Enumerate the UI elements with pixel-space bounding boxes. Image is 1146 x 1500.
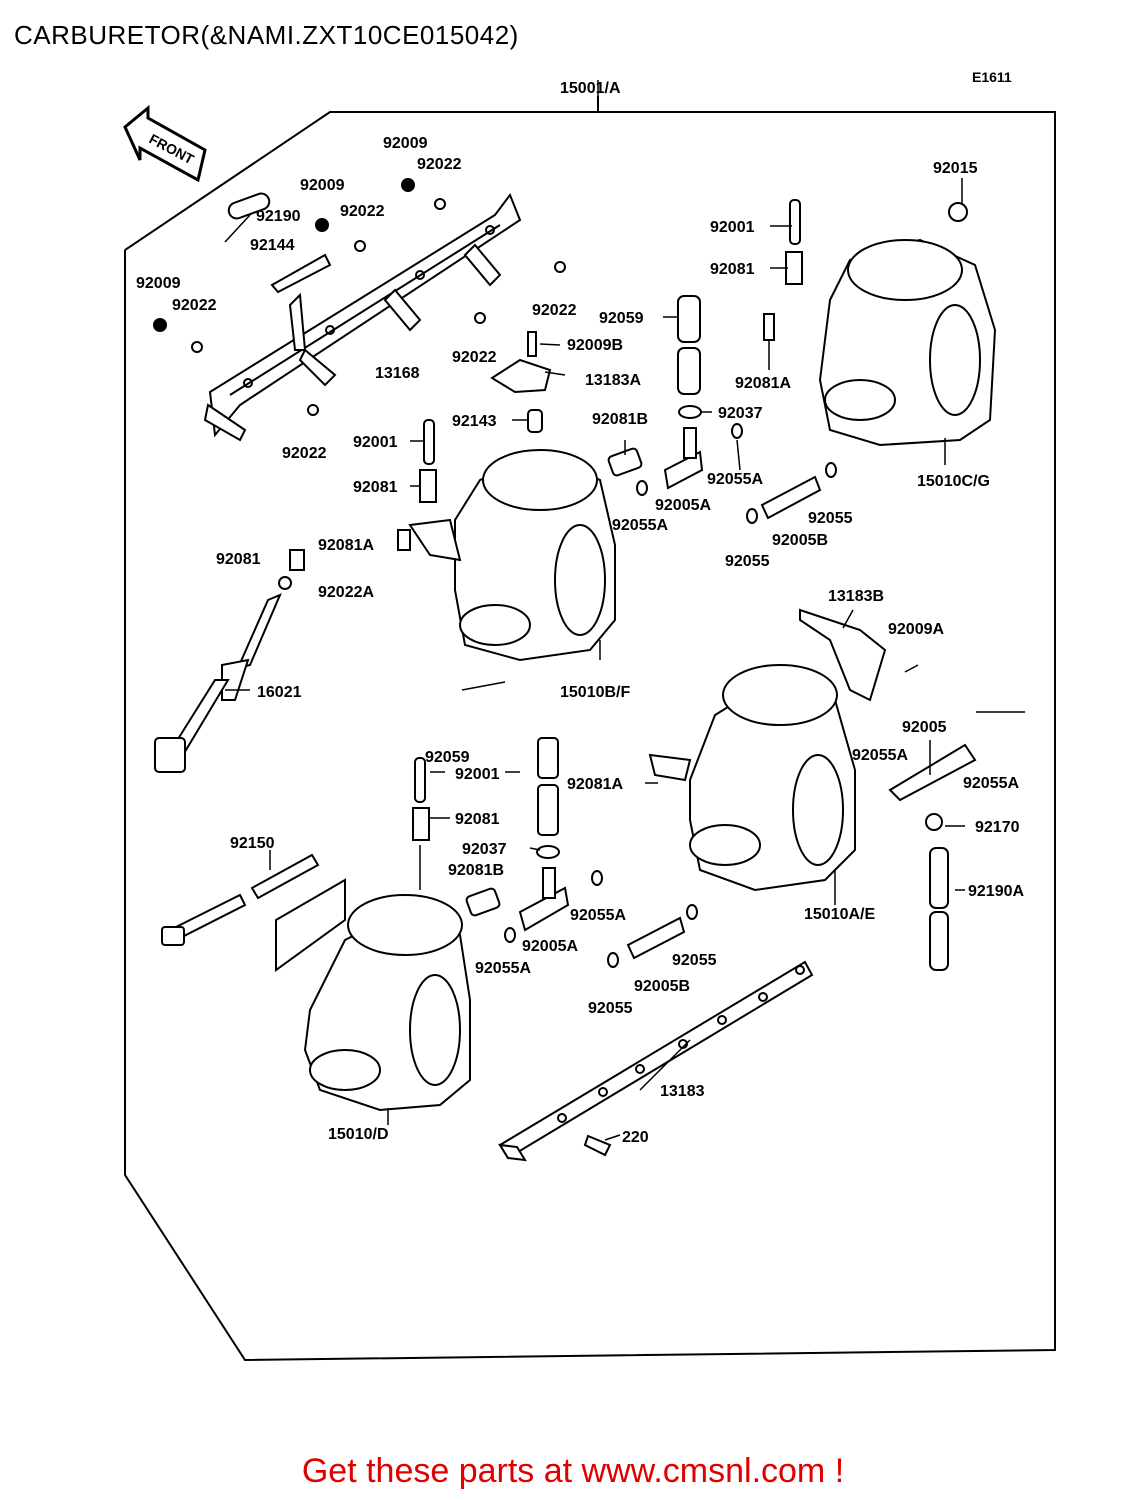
part-label: 13183B: [828, 588, 884, 605]
part-label: 92081B: [592, 411, 648, 428]
part-labels: 15001/A 92009 92022 92009 92190 92022 92…: [136, 80, 1024, 1146]
carburetor-middle-left: [278, 419, 616, 662]
part-label: 92009A: [888, 621, 944, 638]
carburetor-exploded-diagram: E1611 FRONT: [123, 69, 1056, 1362]
part-label: 92022A: [318, 584, 374, 601]
leader-lines: [224, 80, 1025, 1141]
part-label: 92005B: [634, 978, 690, 995]
carburetor-lower-left: [161, 737, 559, 1112]
part-label: 92001: [710, 219, 755, 236]
part-label: 92055: [808, 510, 853, 527]
part-label: 92081: [216, 551, 261, 568]
part-label: 92055A: [612, 517, 668, 534]
part-label: 92055: [725, 553, 770, 570]
mounting-plate: [498, 960, 814, 1162]
part-label: 92055A: [852, 747, 908, 764]
part-label: 92055A: [475, 960, 531, 977]
part-label: 92055A: [570, 907, 626, 924]
part-label: 92022: [417, 156, 462, 173]
part-label: 92037: [718, 405, 763, 422]
page-title: CARBURETOR(&NAMI.ZXT10CE015042): [14, 20, 519, 50]
part-label: 15010C/G: [917, 473, 990, 490]
part-label: 15010A/E: [804, 906, 875, 923]
part-label: 92055: [672, 952, 717, 969]
part-label: 92001: [353, 434, 398, 451]
front-arrow-icon: FRONT: [123, 104, 207, 183]
code-label: E1611: [972, 69, 1012, 85]
part-label: 92022: [282, 445, 327, 462]
part-label: 220: [622, 1129, 649, 1146]
part-label: 92081A: [567, 776, 623, 793]
part-label: 15010/D: [328, 1126, 389, 1143]
carburetor-middle-right: [648, 608, 977, 971]
part-label: 16021: [257, 684, 302, 701]
footer-link[interactable]: Get these parts at www.cmsnl.com !: [301, 1452, 845, 1490]
part-label: 92081B: [448, 862, 504, 879]
part-label: 92037: [462, 841, 507, 858]
part-label: 92005B: [772, 532, 828, 549]
part-label: 15001/A: [560, 80, 621, 97]
part-label: 13183: [660, 1083, 705, 1100]
part-label: 92005: [902, 719, 947, 736]
part-label: 92190: [256, 208, 301, 225]
part-label: 92081: [710, 261, 755, 278]
hardware-top-left: [153, 178, 566, 433]
part-label: 92170: [975, 819, 1020, 836]
assembly-boundary: [124, 111, 1056, 1362]
part-label: 92015: [933, 160, 978, 177]
part-label: 92009B: [567, 337, 623, 354]
choke-cable: [154, 593, 282, 773]
part-label: 92009: [136, 275, 181, 292]
part-label: 92022: [340, 203, 385, 220]
part-label: 92005A: [655, 497, 711, 514]
part-label: 92022: [452, 349, 497, 366]
carburetor-upper-right: [763, 199, 997, 447]
part-label: 92081: [455, 811, 500, 828]
part-label: 92001: [455, 766, 500, 783]
part-label: 92022: [172, 297, 217, 314]
part-label: 92055A: [707, 471, 763, 488]
part-label: 13168: [375, 365, 420, 382]
part-label: 92009: [300, 177, 345, 194]
part-label: 92081A: [735, 375, 791, 392]
part-label: 92009: [383, 135, 428, 152]
part-label: 92055: [588, 1000, 633, 1017]
part-label: 92190A: [968, 883, 1024, 900]
part-label: 13183A: [585, 372, 641, 389]
part-label: 92081A: [318, 537, 374, 554]
part-label: 92022: [532, 302, 577, 319]
part-label: 92144: [250, 237, 295, 254]
part-label: 15010B/F: [560, 684, 630, 701]
throttle-bracket: [203, 192, 522, 442]
part-label: 92005A: [522, 938, 578, 955]
part-label: 92059: [425, 749, 470, 766]
part-label: 92059: [599, 310, 644, 327]
part-label: 92055A: [963, 775, 1019, 792]
part-label: 92143: [452, 413, 497, 430]
part-label: 92150: [230, 835, 275, 852]
part-label: 92081: [353, 479, 398, 496]
fittings: [465, 295, 837, 968]
